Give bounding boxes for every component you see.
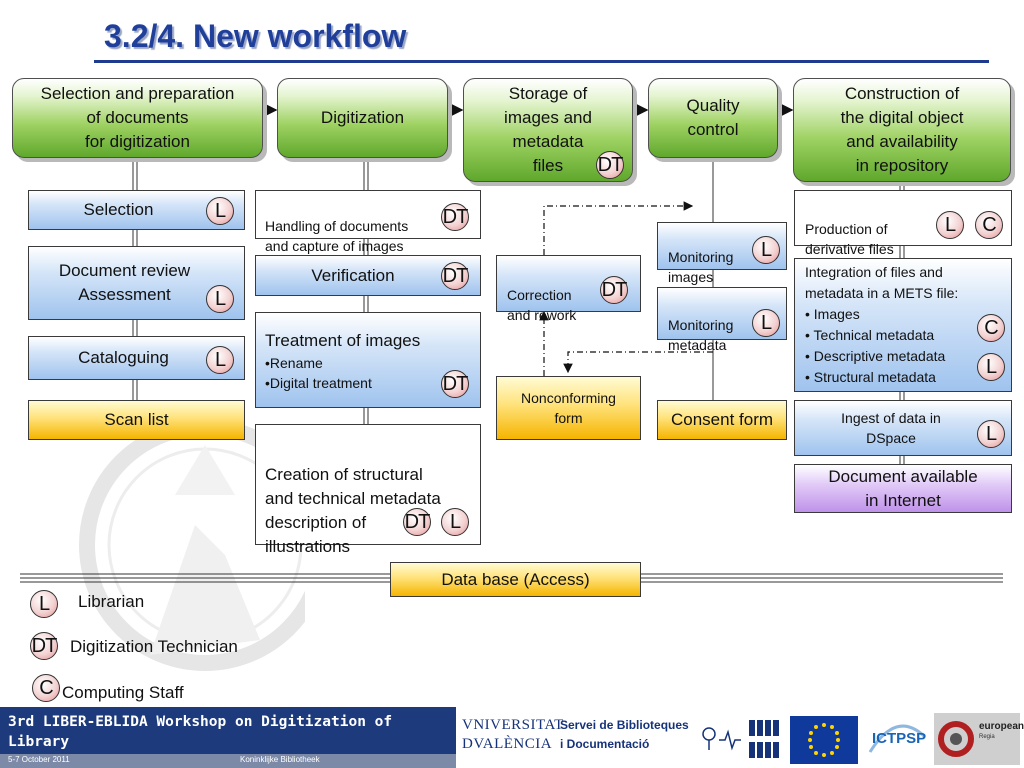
task-label: Production of derivative files [805, 221, 894, 257]
role-badge-dt: DT [600, 276, 628, 304]
legend-label-librarian: Librarian [78, 592, 145, 611]
footer-date: 5-7 October 2011 [8, 755, 70, 764]
task-label: Document review Assessment [58, 261, 191, 304]
stage-quality-control: Quality control [648, 78, 778, 158]
ict-psp-logo-icon [868, 724, 926, 753]
role-badge-l: L [936, 211, 964, 239]
task-ingest-dspace: Ingest of data in DSpace [794, 400, 1012, 456]
legend-badge-c: C [32, 674, 60, 702]
legend-badge-l: L [30, 590, 58, 618]
task-label: Cataloguing [78, 348, 169, 367]
eu-flag-icon [790, 716, 858, 764]
stage-digitization: Digitization [277, 78, 448, 158]
stage-selection-preparation: Selection and preparation of documents f… [12, 78, 263, 158]
task-label: Monitoring metadata [668, 317, 734, 353]
stage-label: Digitization [320, 108, 405, 127]
document-available: Document available in Internet [794, 464, 1012, 513]
database-label: Data base (Access) [441, 569, 590, 589]
europeana-logo-subtext: Regia [979, 734, 995, 740]
legend-label-computing: Computing Staff [62, 683, 184, 702]
europeana-logo-text: europeana [979, 721, 1024, 732]
form-label: Nonconforming form [521, 390, 616, 426]
task-treatment-images: Treatment of images •Rename •Digital tre… [255, 312, 481, 408]
stage-label: Selection and preparation of documents f… [40, 84, 235, 151]
stage-label: Quality control [686, 96, 740, 139]
task-cataloguing: Cataloguing [28, 336, 245, 380]
stage-construction: Construction of the digital object and a… [793, 78, 1011, 182]
role-badge-dt: DT [441, 370, 469, 398]
legend-label-technician: Digitization Technician [70, 637, 238, 656]
task-label: Verification [311, 265, 395, 285]
title-rule [94, 60, 989, 63]
role-badge-l: L [441, 508, 469, 536]
form-label: Scan list [104, 410, 169, 429]
role-badge-l: L [977, 353, 1005, 381]
role-badge-l: L [206, 285, 234, 313]
role-badge-dt: DT [596, 151, 624, 179]
legend-badge-dt: DT [30, 632, 58, 660]
footer-strip [0, 754, 456, 768]
europeana-logo-icon [934, 713, 1020, 765]
scan-list-form: Scan list [28, 400, 245, 440]
bullet-rename: •Rename [265, 355, 323, 371]
bullet-images: • Images [805, 306, 860, 322]
role-badge-l: L [752, 309, 780, 337]
role-badge-l: L [206, 197, 234, 225]
form-label: Consent form [670, 410, 774, 429]
task-mets-integration: Integration of files and metadata in a M… [794, 258, 1012, 392]
task-label: Monitoring images [668, 249, 734, 285]
slide-title: 3.2/4. New workflow [104, 18, 407, 54]
bullet-structural-metadata: • Structural metadata [805, 369, 936, 385]
task-label: Handling of documents and capture of ima… [265, 218, 409, 254]
database-access: Data base (Access) [390, 562, 641, 597]
ict-psp-logo-text: ICTPSP [872, 730, 927, 747]
task-title: Integration of files and metadata in a M… [805, 264, 959, 301]
task-production-derivatives: Production of derivative files [794, 190, 1012, 257]
task-document-review: Document review Assessment [28, 246, 245, 320]
stage-label: Construction of the digital object and a… [840, 84, 964, 175]
role-badge-dt: DT [403, 508, 431, 536]
task-label: Selection [83, 200, 154, 219]
bullet-digital-treatment: •Digital treatment [265, 375, 372, 391]
role-badge-l: L [977, 420, 1005, 448]
task-metadata-creation: Creation of structural and technical met… [255, 424, 481, 556]
stage-label: Storage of images and metadata files [504, 84, 592, 175]
task-label: Creation of structural and technical met… [265, 465, 441, 556]
task-label: Ingest of data in DSpace [841, 410, 941, 446]
role-badge-l: L [206, 346, 234, 374]
task-label: Correction and rework [507, 287, 577, 323]
bullet-descriptive-metadata: • Descriptive metadata [805, 348, 946, 364]
consent-form: Consent form [657, 400, 787, 440]
partner-logos-icon [702, 720, 779, 758]
role-badge-dt: DT [441, 203, 469, 231]
role-badge-dt: DT [441, 262, 469, 290]
library-service-text: Servei de Biblioteques i Documentació [560, 718, 689, 751]
university-logo-text: VNIVERSITAT DVALÈNCIA [462, 717, 564, 752]
task-monitoring-images: Monitoring images [657, 222, 787, 285]
role-badge-c: C [975, 211, 1003, 239]
task-title: Treatment of images [265, 331, 421, 350]
role-badge-l: L [752, 236, 780, 264]
nonconforming-form: Nonconforming form [496, 376, 641, 440]
task-selection: Selection [28, 190, 245, 230]
outcome-label: Document available in Internet [828, 466, 978, 510]
footer-host: Koninklijke Bibliotheek [240, 755, 320, 764]
role-badge-c: C [977, 314, 1005, 342]
bullet-technical-metadata: • Technical metadata [805, 327, 935, 343]
